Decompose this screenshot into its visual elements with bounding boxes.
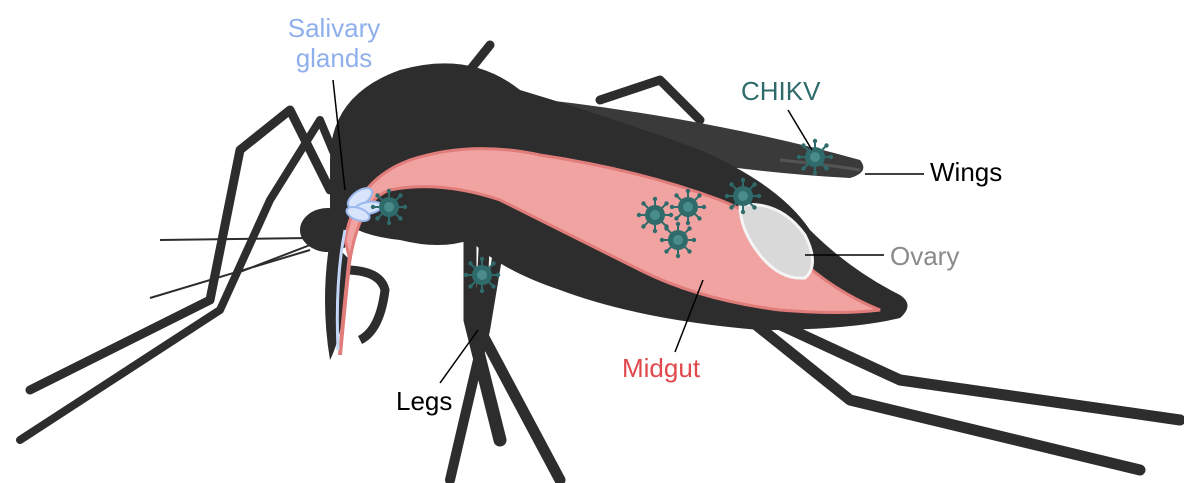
legs-label: Legs (396, 386, 452, 416)
salivary-label-line2: glands (282, 43, 386, 73)
salivary-label-line1: Salivary (282, 13, 386, 43)
chikv-label: CHIKV (741, 76, 820, 106)
midgut-label: Midgut (622, 353, 700, 383)
wings-label: Wings (930, 157, 1002, 187)
salivary-glands-label: Salivary glands (282, 13, 386, 73)
ovary-label: Ovary (890, 241, 959, 271)
